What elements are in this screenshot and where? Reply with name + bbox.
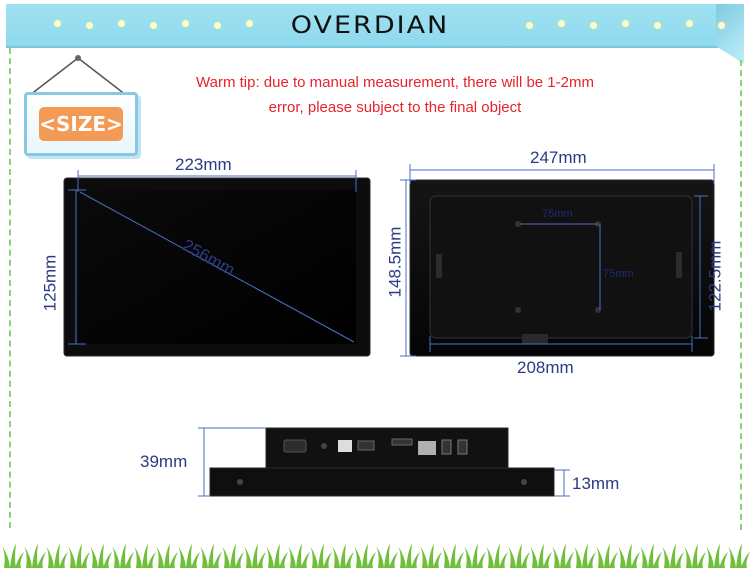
grass-tuft <box>486 544 508 568</box>
grass-tuft <box>310 544 332 568</box>
back-inner-height-label: 122.5mm <box>705 240 725 312</box>
side-ports <box>283 438 468 455</box>
banner-light-dot <box>182 20 189 27</box>
grass-tuft <box>332 544 354 568</box>
grass-tuft <box>288 544 310 568</box>
grass-tuft <box>134 544 156 568</box>
banner-light-dot <box>86 22 93 29</box>
banner-light-dot <box>590 22 597 29</box>
grass-tuft <box>662 544 684 568</box>
banner-light-dot <box>150 22 157 29</box>
front-width-label: 223mm <box>175 155 232 174</box>
grass-tuft <box>464 544 486 568</box>
back-outer-width-label: 247mm <box>530 148 587 167</box>
top-banner <box>6 4 744 48</box>
grass-tuft <box>376 544 398 568</box>
grass-tuft <box>684 544 706 568</box>
back-view-monitor <box>409 179 715 357</box>
banner-light-dot <box>622 20 629 27</box>
side-view-monitor <box>209 427 555 497</box>
banner-light-dot <box>718 22 725 29</box>
grass-tuft <box>24 544 46 568</box>
right-dashed-border <box>740 60 742 530</box>
grass-tuft <box>706 544 728 568</box>
vesa-vertical-label: 75mm <box>603 268 634 280</box>
grass-tuft <box>398 544 420 568</box>
grass-tuft <box>266 544 288 568</box>
front-dimension-lines <box>68 170 357 345</box>
vesa-horizontal-label: 75mm <box>542 208 573 220</box>
size-sign: <SIZE> <box>24 92 138 156</box>
grass-tuft <box>596 544 618 568</box>
grass-tuft <box>222 544 244 568</box>
warm-tip: Warm tip: due to manual measurement, the… <box>160 70 630 120</box>
grass-tuft <box>68 544 90 568</box>
side-dimension-lines <box>198 427 570 497</box>
banner-light-dot <box>214 22 221 29</box>
side-total-depth-label: 39mm <box>140 452 188 471</box>
size-sign-label: <SIZE> <box>39 107 123 141</box>
banner-light-dot <box>118 20 125 27</box>
grass-tuft <box>112 544 134 568</box>
grass-tuft <box>728 544 750 568</box>
grass-tuft <box>420 544 442 568</box>
banner-light-dot <box>246 20 253 27</box>
brand-logo: OVERDIAN <box>290 11 450 40</box>
back-dimension-lines <box>400 164 715 357</box>
grass-tuft <box>530 544 552 568</box>
grass-tuft <box>618 544 640 568</box>
grass-tuft <box>574 544 596 568</box>
grass-tuft <box>46 544 68 568</box>
banner-light-dot <box>654 22 661 29</box>
grass-border-decoration <box>2 544 750 568</box>
banner-light-dot <box>686 20 693 27</box>
warm-tip-line-1: Warm tip: due to manual measurement, the… <box>196 74 594 91</box>
warm-tip-line-2: error, please subject to the final objec… <box>268 99 522 116</box>
grass-tuft <box>90 544 112 568</box>
banner-light-dot <box>558 20 565 27</box>
front-height-label: 125mm <box>40 254 60 312</box>
banner-light-dot <box>54 20 61 27</box>
banner-light-dots <box>40 20 725 29</box>
grass-tuft <box>552 544 574 568</box>
grass-tuft <box>178 544 200 568</box>
banner-light-dot <box>526 22 533 29</box>
grass-tuft <box>156 544 178 568</box>
side-frame-depth-label: 13mm <box>572 474 620 493</box>
grass-tuft <box>442 544 464 568</box>
back-outer-height-label: 148.5mm <box>385 226 405 298</box>
grass-tuft <box>244 544 266 568</box>
grass-tuft <box>200 544 222 568</box>
grass-tuft <box>508 544 530 568</box>
back-inner-width-label: 208mm <box>517 358 574 377</box>
grass-tuft <box>640 544 662 568</box>
grass-tuft <box>2 544 24 568</box>
grass-tuft <box>354 544 376 568</box>
left-dashed-border <box>9 48 11 528</box>
